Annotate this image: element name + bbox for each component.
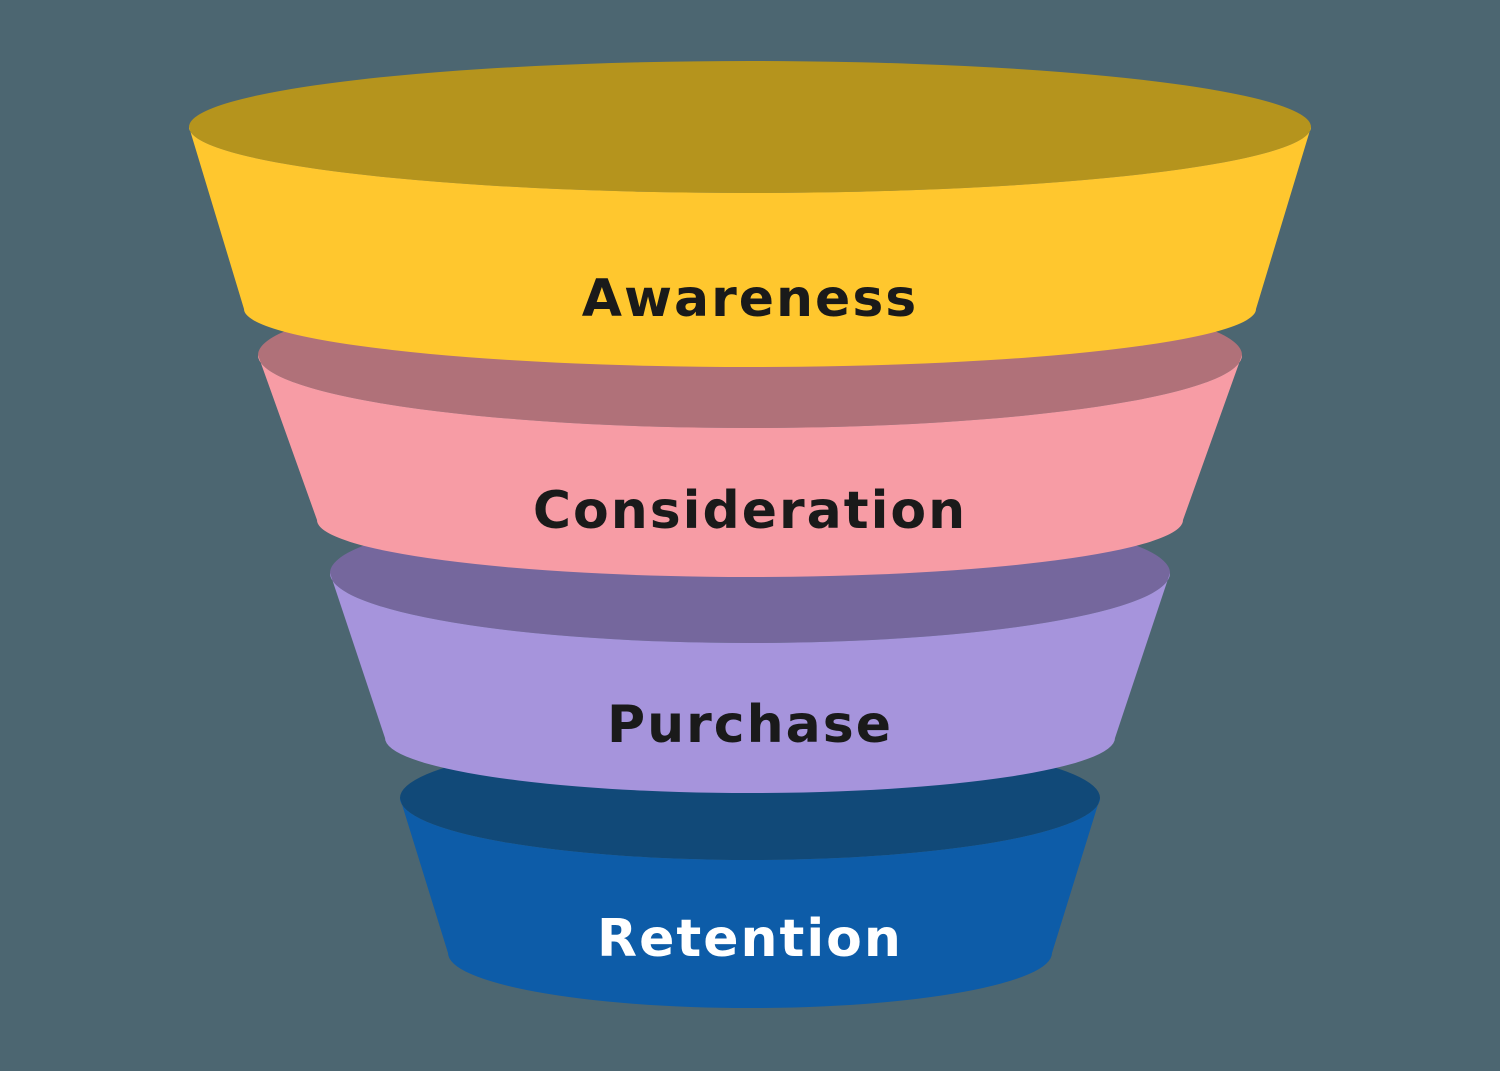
consideration-front-face (258, 355, 1242, 577)
purchase-front-face (330, 573, 1170, 793)
purchase-label: Purchase (607, 695, 893, 755)
funnel-stage-awareness: Awareness (189, 61, 1311, 367)
awareness-top-ellipse (189, 61, 1311, 193)
retention-label: Retention (597, 909, 903, 969)
awareness-label: Awareness (582, 269, 918, 329)
consideration-label: Consideration (533, 481, 967, 541)
awareness-front-face (189, 127, 1311, 367)
retention-front-face (400, 798, 1100, 1008)
